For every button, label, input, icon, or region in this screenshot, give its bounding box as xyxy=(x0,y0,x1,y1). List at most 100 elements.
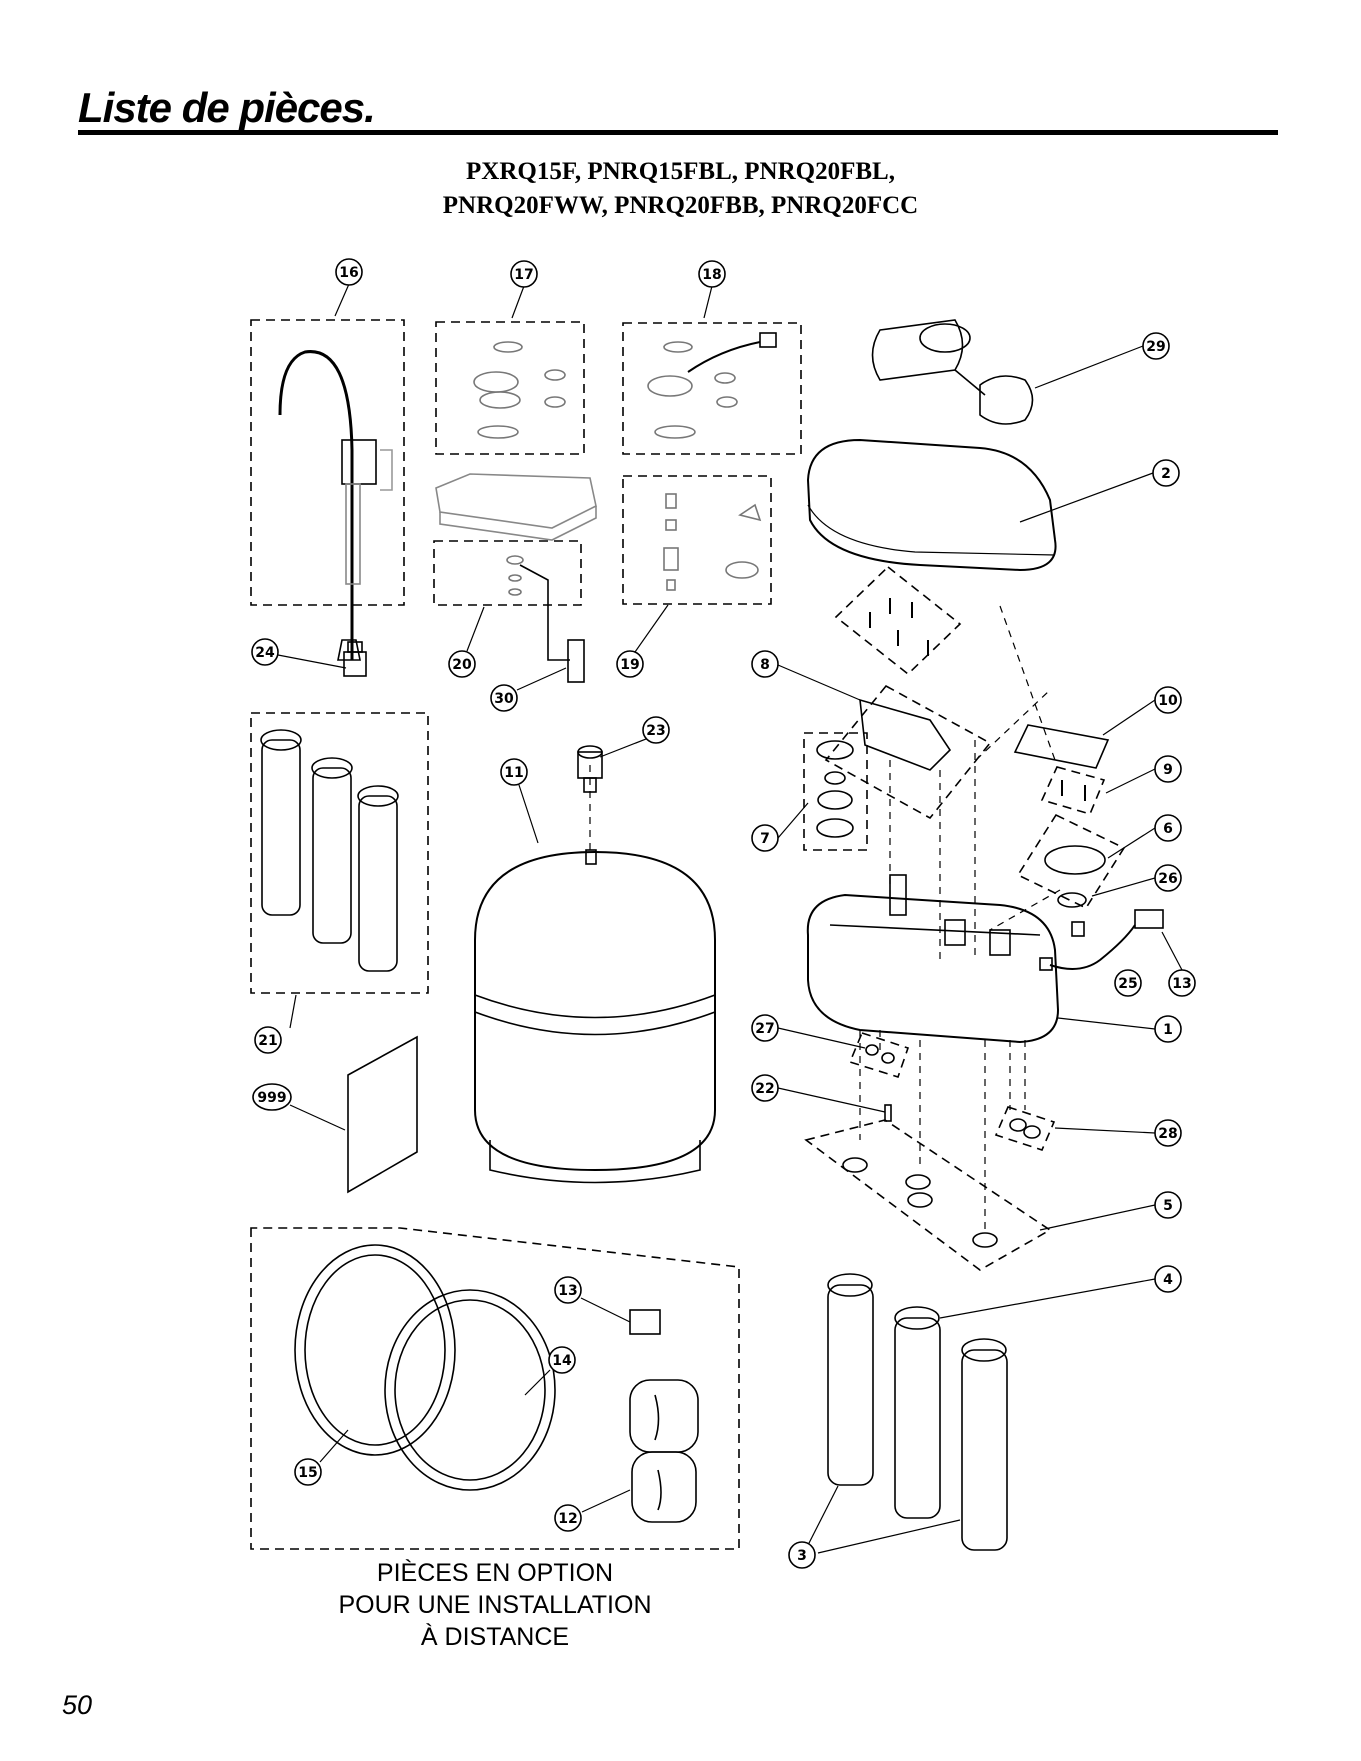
callout-8: 8 xyxy=(752,651,778,677)
callout-18: 18 xyxy=(699,261,725,287)
svg-text:24: 24 xyxy=(255,645,275,661)
svg-text:14: 14 xyxy=(552,1353,572,1369)
optional-parts-caption-line-1: PIÈCES EN OPTION xyxy=(250,1558,740,1588)
guide-lines xyxy=(590,606,1060,1230)
mounting-plate xyxy=(436,474,596,528)
svg-text:10: 10 xyxy=(1158,693,1178,709)
box-27 xyxy=(850,1033,908,1077)
bracket-8 xyxy=(860,700,950,770)
callout-3: 3 xyxy=(789,1542,815,1568)
box-18 xyxy=(623,323,801,454)
parts-18 xyxy=(648,333,776,438)
callout-19: 19 xyxy=(617,651,643,677)
parts-17 xyxy=(474,342,565,438)
box-8 xyxy=(826,686,990,818)
callout-13b: 13 xyxy=(555,1277,581,1303)
svg-text:20: 20 xyxy=(452,657,472,673)
callout-1: 1 xyxy=(1155,1016,1181,1042)
seals-7 xyxy=(817,741,853,837)
callout-29: 29 xyxy=(1143,333,1169,359)
callout-20: 20 xyxy=(449,651,475,677)
svg-text:28: 28 xyxy=(1158,1126,1177,1142)
manual-999 xyxy=(348,1037,417,1192)
svg-text:26: 26 xyxy=(1158,871,1177,887)
page-number: 50 xyxy=(62,1690,92,1721)
circuit-board-10 xyxy=(1015,725,1108,768)
callout-17: 17 xyxy=(511,261,537,287)
box-9 xyxy=(1042,767,1104,814)
base-1 xyxy=(808,875,1058,1042)
connector-29 xyxy=(873,320,1033,424)
callout-25: 25 xyxy=(1115,970,1141,996)
callout-21: 21 xyxy=(255,1027,281,1053)
callout-23: 23 xyxy=(643,717,669,743)
screws xyxy=(870,598,928,656)
svg-text:19: 19 xyxy=(620,657,639,673)
callout-14: 14 xyxy=(549,1347,575,1373)
callout-12: 12 xyxy=(555,1505,581,1531)
callout-28: 28 xyxy=(1155,1120,1181,1146)
callout-999: 999 xyxy=(253,1084,291,1110)
storage-tank-11 xyxy=(475,852,715,1183)
gasket-26 xyxy=(1058,893,1086,907)
tubing-14-15 xyxy=(295,1245,555,1490)
svg-text:21: 21 xyxy=(258,1033,277,1049)
parts-19 xyxy=(664,494,760,590)
svg-text:3: 3 xyxy=(797,1548,807,1564)
filters-3-4 xyxy=(828,1274,1007,1550)
flange-6 xyxy=(1045,846,1105,874)
callouts: 16 17 18 29 2 24 20 30 19 8 10 9 6 26 23… xyxy=(252,259,1195,1568)
svg-text:15: 15 xyxy=(298,1465,317,1481)
svg-text:2: 2 xyxy=(1161,466,1171,482)
svg-text:23: 23 xyxy=(646,723,665,739)
screws-9 xyxy=(1062,780,1085,801)
box-optional-parts xyxy=(251,1228,739,1549)
parts-20-30 xyxy=(507,556,584,682)
callout-5: 5 xyxy=(1155,1192,1181,1218)
svg-text:6: 6 xyxy=(1163,821,1173,837)
callout-22: 22 xyxy=(752,1075,778,1101)
svg-text:8: 8 xyxy=(760,657,770,673)
fitting-24 xyxy=(344,642,366,676)
svg-text:7: 7 xyxy=(760,831,770,847)
callout-24: 24 xyxy=(252,639,278,665)
small-parts xyxy=(866,1045,1040,1138)
svg-text:1: 1 xyxy=(1163,1022,1173,1038)
svg-text:18: 18 xyxy=(702,267,721,283)
svg-text:17: 17 xyxy=(514,267,533,283)
svg-text:11: 11 xyxy=(504,765,523,781)
callout-15: 15 xyxy=(295,1459,321,1485)
svg-text:13: 13 xyxy=(1172,976,1191,992)
svg-text:27: 27 xyxy=(755,1021,774,1037)
callout-16: 16 xyxy=(336,259,362,285)
svg-text:22: 22 xyxy=(755,1081,774,1097)
connector-13 xyxy=(630,1310,660,1334)
callout-2: 2 xyxy=(1153,460,1179,486)
svg-text:16: 16 xyxy=(339,265,358,281)
box-6 xyxy=(1018,815,1124,908)
svg-text:999: 999 xyxy=(257,1090,286,1106)
callout-10: 10 xyxy=(1155,687,1181,713)
cover-2 xyxy=(808,440,1056,570)
svg-text:12: 12 xyxy=(558,1511,577,1527)
faucet-16 xyxy=(280,352,392,660)
svg-text:13: 13 xyxy=(558,1283,577,1299)
filters-21 xyxy=(261,730,398,971)
optional-parts-caption-line-2: POUR UNE INSTALLATION xyxy=(250,1590,740,1620)
callout-9: 9 xyxy=(1155,756,1181,782)
svg-text:30: 30 xyxy=(494,691,514,707)
svg-text:29: 29 xyxy=(1146,339,1165,355)
fittings-5 xyxy=(843,1158,997,1247)
callout-6: 6 xyxy=(1155,815,1181,841)
svg-text:4: 4 xyxy=(1163,1272,1173,1288)
callout-7: 7 xyxy=(752,825,778,851)
callout-4: 4 xyxy=(1155,1266,1181,1292)
callout-26: 26 xyxy=(1155,865,1181,891)
box-19 xyxy=(623,476,771,604)
svg-text:9: 9 xyxy=(1163,762,1173,778)
box-faucet-16 xyxy=(251,320,404,605)
cable-25 xyxy=(1040,910,1163,970)
box-20 xyxy=(434,541,581,605)
callout-11: 11 xyxy=(501,759,527,785)
